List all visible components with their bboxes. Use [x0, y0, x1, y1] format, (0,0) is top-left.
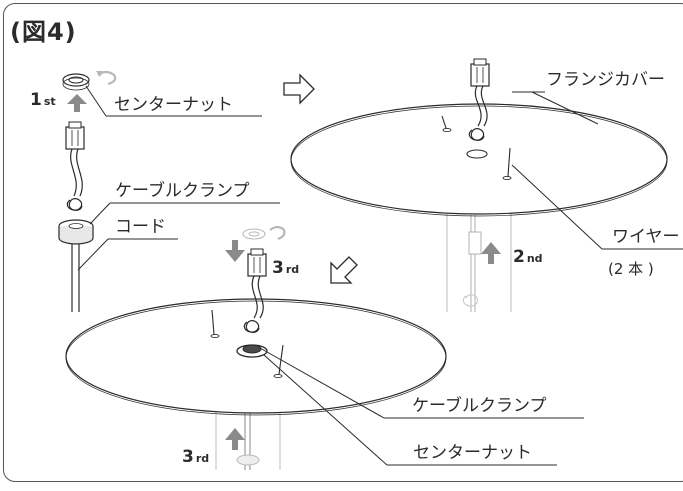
connector-plug-left [65, 121, 85, 150]
leader-cable-clamp-bottom [259, 347, 385, 419]
cable-clamp-bottom-part [236, 344, 268, 358]
label-center-nut-top: センターナット [114, 95, 233, 115]
next-step-arrow-icon [283, 73, 315, 105]
label-wire: ワイヤー [612, 227, 680, 247]
figure-title: (図4) [10, 18, 77, 46]
flange-cover-disc [290, 103, 668, 215]
up-arrow-2nd-icon [481, 242, 501, 264]
pipe-ghost-top-right [446, 205, 512, 312]
figure-frame [3, 3, 683, 482]
label-cable-clamp-bottom: ケーブルクランプ [412, 396, 547, 416]
pipe-ghost-bottom [215, 413, 281, 470]
center-nut-top-ghost [242, 228, 266, 240]
rotate-arrow-head-icon [96, 71, 103, 77]
down-arrow-3rd-icon [225, 240, 245, 262]
label-cable-clamp-top: ケーブルクランプ [115, 181, 250, 201]
leader-center-nut-bottom [263, 354, 388, 466]
leader-wire [511, 164, 603, 250]
cord-knot-left [66, 198, 83, 211]
label-cord: コード [115, 217, 166, 237]
label-flange-cover: フランジカバー [546, 70, 665, 90]
rotate-arrow-icon [97, 70, 117, 86]
connector-plug-bottom [247, 248, 267, 277]
cable-clamp-top-part [58, 219, 94, 245]
next-step-diagonal-arrow-icon [330, 256, 358, 284]
wire-b [507, 147, 511, 177]
wire-a [441, 115, 447, 129]
connector-plug-top-right [470, 58, 490, 87]
label-wire-count: (2 本 ) [608, 260, 654, 278]
leader-cord [77, 238, 109, 271]
rotate-arrow-icon [269, 225, 286, 241]
up-arrow-icon [67, 94, 87, 112]
leader-cable-clamp-top [89, 202, 111, 225]
leader-center-nut-top [85, 85, 107, 117]
up-arrow-3rd-bottom-icon [225, 428, 245, 450]
label-center-nut-bottom: センターナット [413, 443, 532, 463]
center-nut-top-part [62, 73, 90, 91]
